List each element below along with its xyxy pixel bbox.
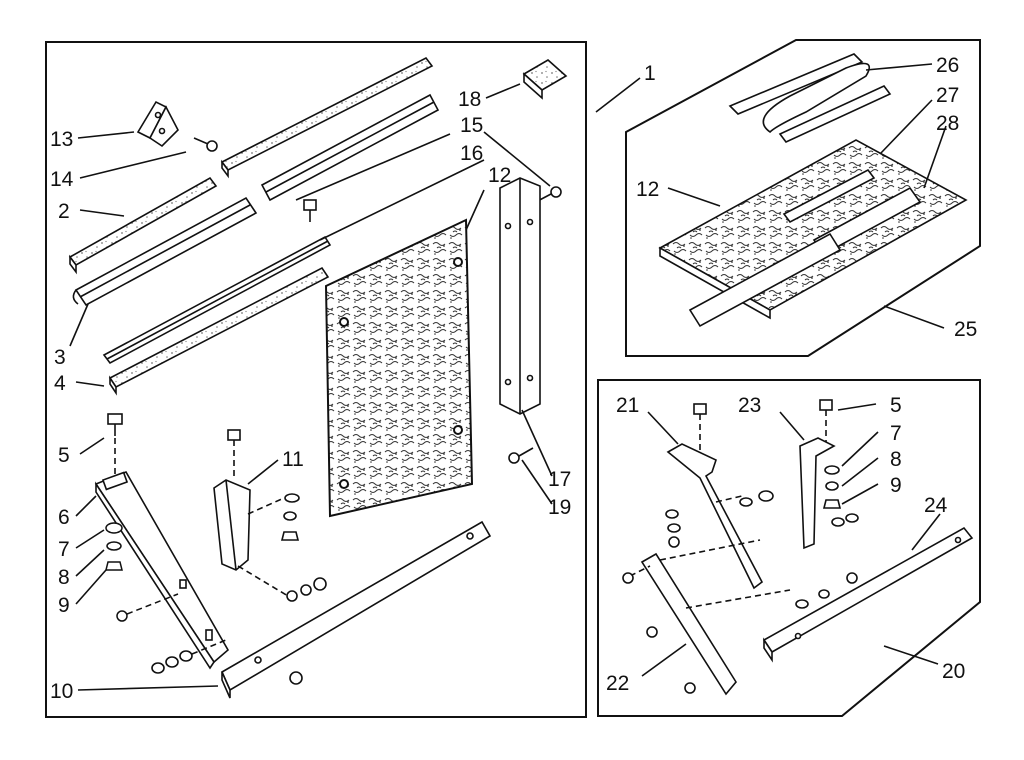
support-bracket-11 <box>213 429 327 602</box>
screw-left-lower <box>116 593 179 622</box>
bolt-5-left <box>107 413 123 478</box>
callout-2: 2 <box>58 200 70 223</box>
callout-26: 26 <box>936 54 959 77</box>
callout-12-kit: 12 <box>636 178 659 201</box>
callout-27: 27 <box>936 84 959 107</box>
callout-17: 17 <box>548 468 571 491</box>
callout-22: 22 <box>606 672 629 695</box>
leader-lines <box>69 63 947 691</box>
washers-7-8-9-left <box>105 522 123 571</box>
callout-24: 24 <box>924 494 948 517</box>
callout-labels: 1 2 3 4 5 5 6 7 7 8 8 9 9 10 11 12 12 13… <box>50 54 977 703</box>
bracket-21 <box>665 403 774 590</box>
corner-bracket-13 <box>136 100 179 148</box>
callout-18: 18 <box>458 88 481 111</box>
callout-11: 11 <box>282 448 304 471</box>
callout-5-right: 5 <box>890 394 902 417</box>
callout-28: 28 <box>936 112 959 135</box>
side-curtain-rails <box>68 56 440 396</box>
vertical-channel-17 <box>499 177 541 415</box>
callout-7-left: 7 <box>58 538 70 561</box>
main-kit-outline <box>45 41 587 718</box>
support-bracket-6 <box>94 470 230 670</box>
kit-25-outline <box>625 39 981 357</box>
callout-21: 21 <box>616 394 639 417</box>
callout-5-left: 5 <box>58 444 70 467</box>
insulation-panel-12 <box>324 218 474 518</box>
screw-19 <box>508 447 534 464</box>
callout-13: 13 <box>50 128 73 151</box>
callout-15: 15 <box>460 114 483 137</box>
bracket-22 <box>622 539 791 696</box>
bracket-23 <box>799 399 859 550</box>
callout-9-left: 9 <box>58 594 70 617</box>
crossbar-10 <box>151 520 492 699</box>
callout-19: 19 <box>548 496 571 519</box>
crossbar-24 <box>762 526 974 663</box>
callout-20: 20 <box>942 660 965 683</box>
callout-3: 3 <box>54 346 66 369</box>
clip-block-18 <box>522 59 568 100</box>
callout-10: 10 <box>50 680 73 703</box>
callout-6: 6 <box>58 506 70 529</box>
screw-14 <box>193 137 218 152</box>
callout-1: 1 <box>644 62 656 85</box>
callout-8-left: 8 <box>58 566 70 589</box>
kit-20-outline <box>597 379 981 717</box>
callout-23: 23 <box>738 394 761 417</box>
callout-9-right: 9 <box>890 474 902 497</box>
callout-16: 16 <box>460 142 483 165</box>
callout-4: 4 <box>54 372 66 395</box>
callout-7-right: 7 <box>890 422 902 445</box>
callout-12-panel: 12 <box>488 164 511 187</box>
foam-strip-26 <box>728 53 892 143</box>
callout-14: 14 <box>50 168 74 191</box>
callout-25: 25 <box>954 318 977 341</box>
foam-pad-12 <box>658 139 968 328</box>
callout-8-right: 8 <box>890 448 902 471</box>
